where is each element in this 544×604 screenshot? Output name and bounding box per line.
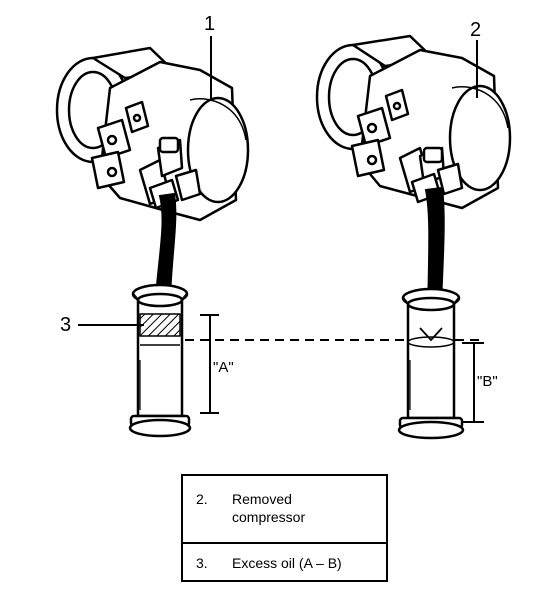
legend-text-line: Removed <box>232 491 292 507</box>
callout-3-label: 3 <box>60 314 72 336</box>
excess-oil-hatch <box>139 313 181 337</box>
compressor-left-end <box>186 96 250 204</box>
legend-text: Excess oil (A – B) <box>232 555 342 571</box>
compressor-right <box>315 34 512 210</box>
callout-2-label: 2 <box>470 19 482 41</box>
dimension-a-marker <box>200 314 219 414</box>
legend-number: 2. <box>196 491 208 507</box>
legend-text-line: compressor <box>232 509 306 525</box>
dimension-b-marker <box>462 342 484 423</box>
legend-number: 3. <box>196 555 208 571</box>
legend-row: 2. Removed compressor <box>183 490 386 542</box>
legend-table: 2. Removed compressor 3. Excess oil (A –… <box>181 474 388 582</box>
graduate-left <box>128 283 192 438</box>
compressor-right-end <box>448 84 512 192</box>
compressor-left <box>55 46 250 222</box>
graduate-right <box>397 287 465 440</box>
callout-1-label: 1 <box>204 13 216 35</box>
dimension-a-label: "A" <box>213 359 234 376</box>
legend-row: 3. Excess oil (A – B) <box>183 542 386 584</box>
legend-text: Removed compressor <box>232 490 305 526</box>
dimension-b-label: "B" <box>477 373 498 390</box>
